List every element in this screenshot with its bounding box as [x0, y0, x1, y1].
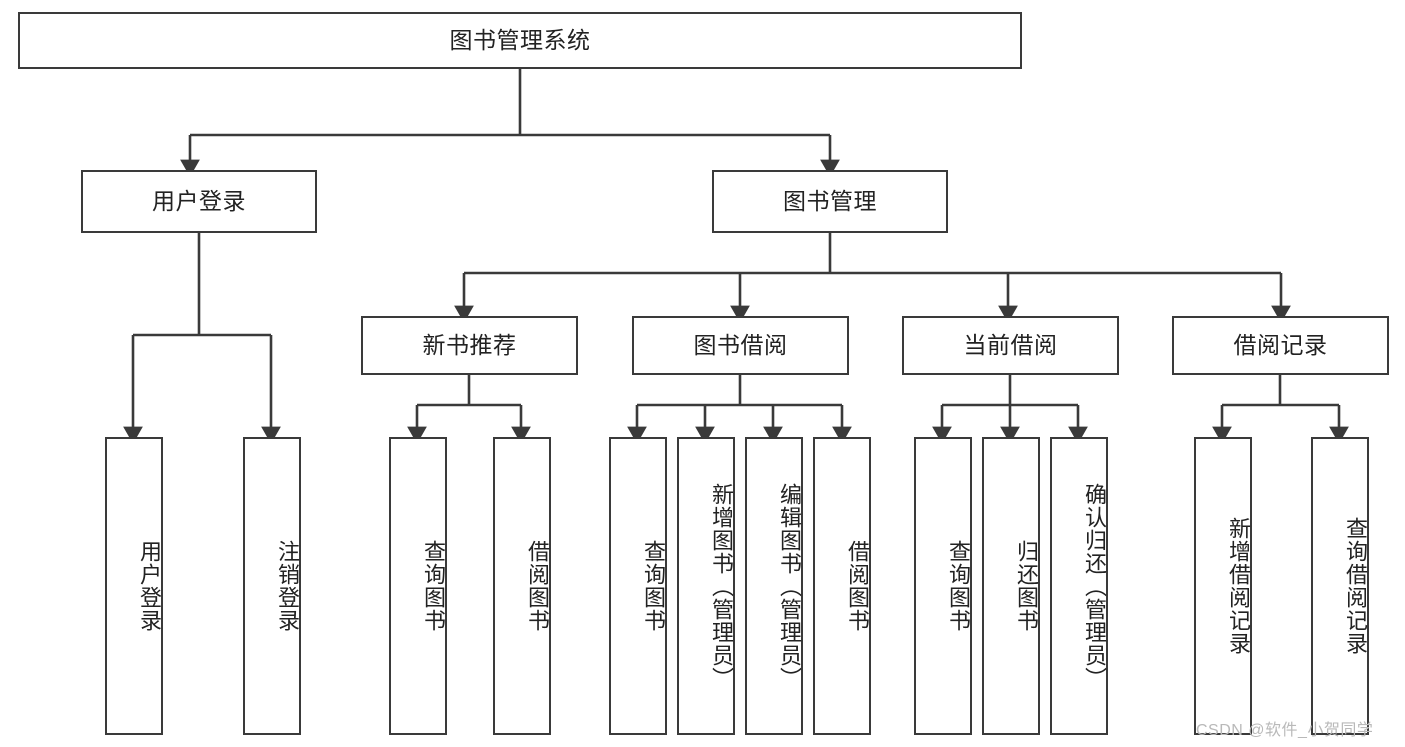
node-book-borrow[interactable]: 图书借阅	[632, 316, 849, 375]
leaf-borrow-book-recommend[interactable]: 借阅图书	[493, 437, 551, 735]
leaf-add-borrow-record-label: 新增借阅记录	[1226, 517, 1251, 655]
leaf-query-book-borrow-label: 查询图书	[641, 540, 666, 632]
node-user-login[interactable]: 用户登录	[81, 170, 317, 233]
node-user-login-label: 用户登录	[152, 187, 246, 214]
node-new-book-recommend[interactable]: 新书推荐	[361, 316, 578, 375]
leaf-user-login[interactable]: 用户登录	[105, 437, 163, 735]
leaf-edit-book-admin[interactable]: 编辑图书（管理员）	[745, 437, 803, 735]
leaf-return-book-label: 归还图书	[1014, 540, 1039, 632]
node-borrow-record[interactable]: 借阅记录	[1172, 316, 1389, 375]
leaf-query-book-recommend-label: 查询图书	[421, 540, 446, 632]
leaf-edit-book-admin-label: 编辑图书（管理员）	[777, 482, 802, 690]
leaf-add-book-admin[interactable]: 新增图书（管理员）	[677, 437, 735, 735]
leaf-confirm-return-admin-label: 确认归还（管理员）	[1082, 482, 1107, 690]
leaf-query-book-current-label: 查询图书	[946, 540, 971, 632]
leaf-borrow-book[interactable]: 借阅图书	[813, 437, 871, 735]
leaf-return-book[interactable]: 归还图书	[982, 437, 1040, 735]
leaf-user-login-label: 用户登录	[137, 540, 162, 632]
leaf-confirm-return-admin[interactable]: 确认归还（管理员）	[1050, 437, 1108, 735]
leaf-logout-label: 注销登录	[275, 540, 300, 632]
leaf-borrow-book-recommend-label: 借阅图书	[525, 540, 550, 632]
node-root-label: 图书管理系统	[449, 26, 591, 53]
leaf-add-book-admin-label: 新增图书（管理员）	[709, 482, 734, 690]
leaf-query-book-current[interactable]: 查询图书	[914, 437, 972, 735]
watermark: CSDN @软件_小贺同学	[1196, 722, 1374, 739]
leaf-add-borrow-record[interactable]: 新增借阅记录	[1194, 437, 1252, 735]
leaf-query-book-borrow[interactable]: 查询图书	[609, 437, 667, 735]
node-book-management[interactable]: 图书管理	[712, 170, 948, 233]
leaf-query-borrow-record-label: 查询借阅记录	[1343, 517, 1368, 655]
leaf-borrow-book-label: 借阅图书	[845, 540, 870, 632]
node-book-borrow-label: 图书借阅	[693, 331, 788, 358]
node-new-book-recommend-label: 新书推荐	[422, 331, 517, 358]
node-book-management-label: 图书管理	[783, 187, 877, 214]
node-current-borrow-label: 当前借阅	[963, 331, 1058, 358]
node-current-borrow[interactable]: 当前借阅	[902, 316, 1119, 375]
leaf-query-borrow-record[interactable]: 查询借阅记录	[1311, 437, 1369, 735]
leaf-logout[interactable]: 注销登录	[243, 437, 301, 735]
node-borrow-record-label: 借阅记录	[1233, 331, 1328, 358]
leaf-query-book-recommend[interactable]: 查询图书	[389, 437, 447, 735]
node-root[interactable]: 图书管理系统	[18, 12, 1022, 69]
